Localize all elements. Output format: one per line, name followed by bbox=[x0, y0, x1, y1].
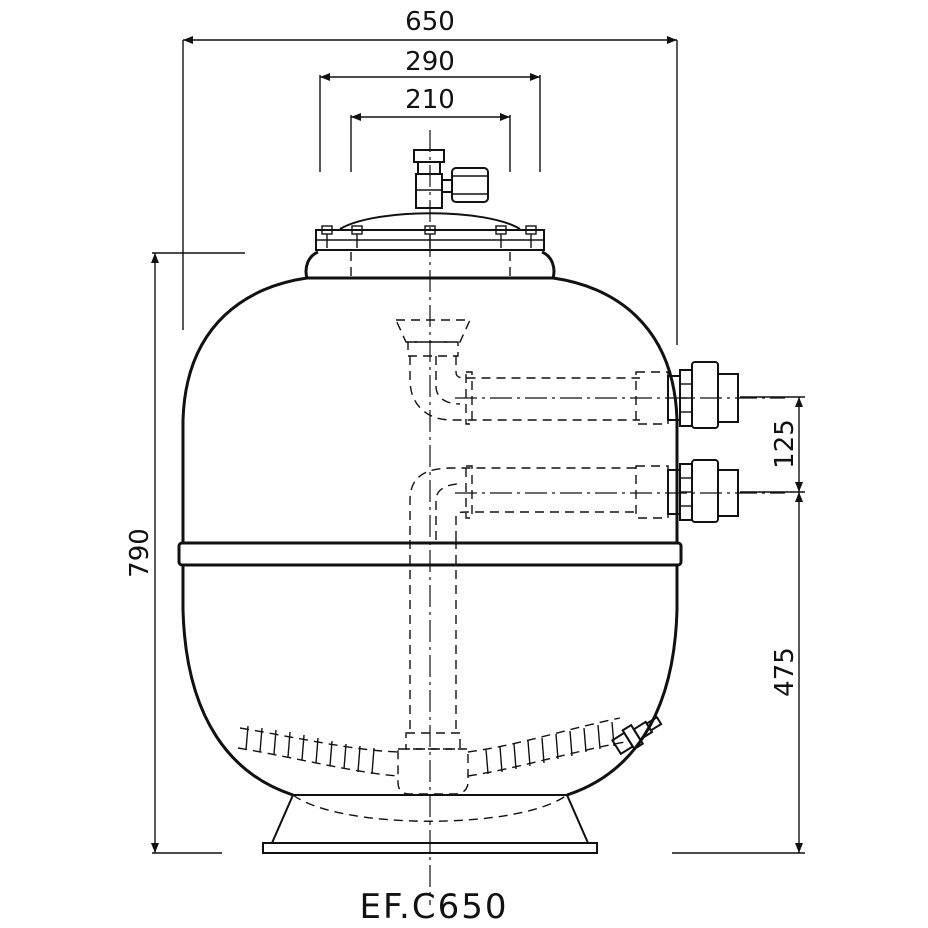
lid-bolts bbox=[321, 225, 537, 248]
drain-valve bbox=[610, 715, 663, 756]
dimension-port-spacing: 125 bbox=[740, 396, 805, 493]
model-label: EF.C650 bbox=[359, 887, 508, 927]
vessel-body bbox=[181, 250, 679, 797]
dimension-top-flange-width: 290 bbox=[319, 47, 541, 172]
lower-internal-pipe bbox=[409, 465, 669, 540]
dimension-label-lower-port-height: 475 bbox=[770, 647, 800, 697]
neck-hidden-lines bbox=[350, 252, 511, 278]
dimension-label-overall-width: 650 bbox=[405, 7, 455, 37]
dimension-overall-width: 650 bbox=[182, 7, 678, 345]
lower-side-port bbox=[667, 459, 739, 523]
dimension-overall-height: 790 bbox=[125, 252, 245, 854]
dimension-lower-port-height: 475 bbox=[672, 492, 805, 854]
left-lateral-ribs bbox=[245, 725, 375, 775]
dimension-label-overall-height: 790 bbox=[125, 528, 155, 578]
dimension-label-top-opening-width: 210 bbox=[405, 85, 455, 115]
upper-side-port bbox=[667, 361, 739, 429]
center-lines bbox=[429, 130, 785, 905]
air-vent-valve bbox=[413, 149, 489, 209]
central-collector-pipe bbox=[397, 540, 469, 795]
upper-internal-pipe bbox=[409, 356, 669, 425]
dimension-label-top-flange-width: 290 bbox=[405, 47, 455, 77]
lateral-collectors bbox=[237, 717, 626, 777]
right-lateral-ribs bbox=[485, 721, 615, 775]
dimension-label-port-spacing: 125 bbox=[770, 419, 800, 469]
dimension-top-opening-width: 210 bbox=[350, 85, 511, 172]
upper-distributor-funnel bbox=[394, 319, 472, 357]
base-stand bbox=[262, 794, 598, 854]
